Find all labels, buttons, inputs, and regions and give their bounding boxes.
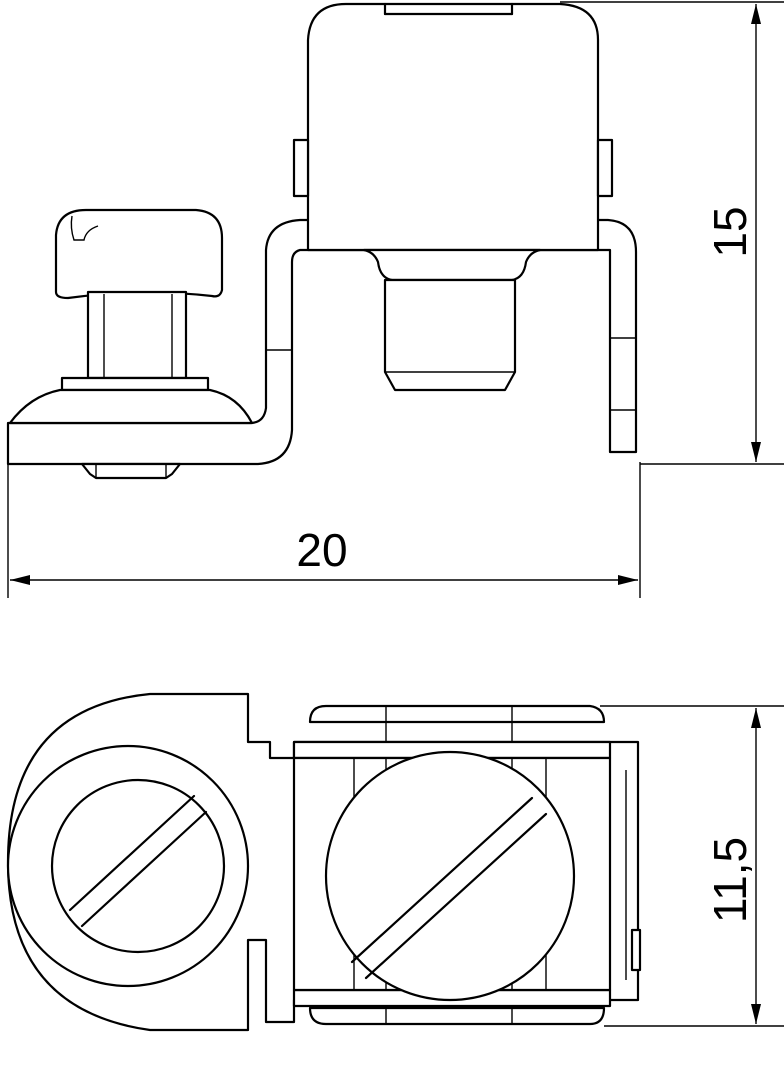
side-view xyxy=(6,2,638,480)
washer xyxy=(8,388,254,425)
depth-dimension-label: 11,5 xyxy=(704,837,756,923)
clamp-housing xyxy=(306,2,600,252)
top-view xyxy=(6,692,642,1032)
threaded-bolt xyxy=(383,278,517,392)
height-dimension-label: 15 xyxy=(704,206,756,257)
main-screw-slot-head xyxy=(324,750,576,1002)
width-dimension-label: 20 xyxy=(296,524,347,576)
round-screw-slot-head xyxy=(50,778,226,954)
dimension-lines: 20 15 11,5 xyxy=(7,1,784,1027)
screw-head xyxy=(54,208,224,300)
